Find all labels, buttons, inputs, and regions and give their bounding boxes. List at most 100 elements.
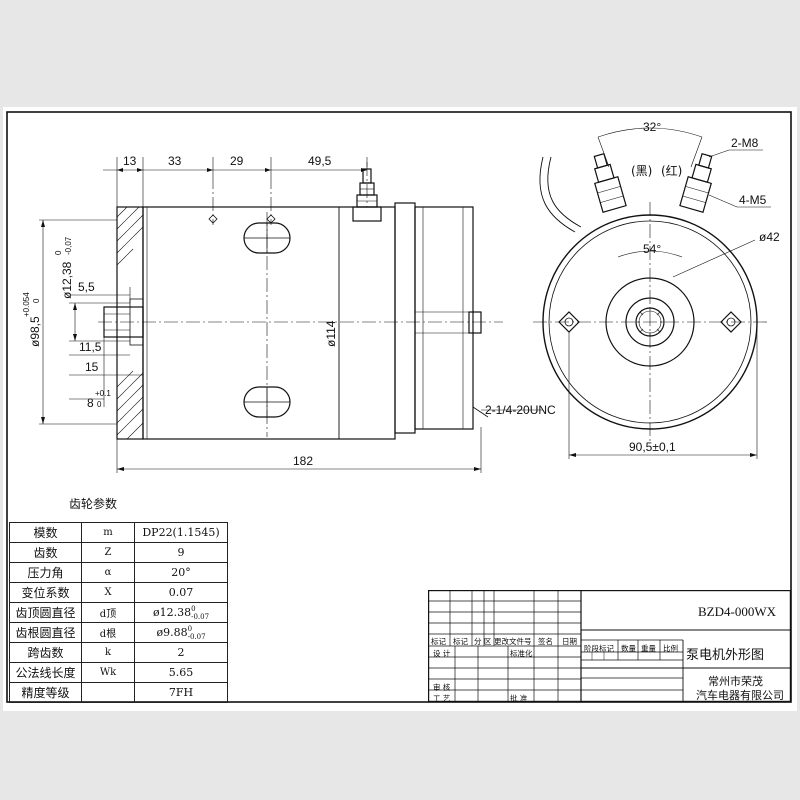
gear-param-value: 9 [134,542,228,563]
drawing-sheet: 13 33 29 49,5 5,5 11,5 15 8 +0.1 0 182 ø… [3,107,797,711]
tolerance-upper: 0 [191,604,196,613]
gear-param-name: 模数 [9,522,82,543]
gear-param-name: 齿顶圆直径 [9,602,82,623]
gear-param-value-text: 2 [177,646,185,659]
dim-angle-32: 32° [643,120,661,134]
gear-param-symbol: k [81,642,135,663]
label-standard: 标准化 [510,649,533,658]
gear-param-tolerance: 0-0.07 [191,605,209,621]
gear-param-name: 变位系数 [9,582,82,603]
dim-5-5: 5,5 [78,280,95,294]
dim-15: 15 [85,360,99,374]
gear-param-symbol: X [81,582,135,603]
dim-thread: 2-1/4-20UNC [485,403,556,417]
company-line2: 汽车电器有限公司 [696,689,784,702]
dim-dia-42: ø42 [759,230,780,244]
mounting-stud [468,311,482,334]
gear-param-value-text: 20° [171,566,191,579]
dim-dia-12-38-tol-lower: -0,07 [64,236,73,255]
tolerance-lower: -0.07 [191,612,210,621]
dim-8-tol-upper: +0.1 [95,389,111,398]
dim-dia-98-5: ø98,5 [28,316,42,347]
gear-param-value-text: DP22(1.1545) [142,526,220,539]
label-scale: 比例 [663,644,678,653]
dim-4-m5: 4-M5 [739,193,767,207]
flange-hatching [116,206,144,440]
gear-param-value: 5.65 [134,662,228,683]
motor-outline-drawing: 13 33 29 49,5 5,5 11,5 15 8 +0.1 0 182 ø… [6,111,792,703]
dim-29: 29 [230,154,244,168]
dim-dia-98-5-tol-lower: 0 [32,298,41,303]
gear-param-name: 公法线长度 [9,662,82,683]
gear-param-value-text: 0.07 [168,586,194,599]
gear-param-value: 0.07 [134,582,228,603]
gear-param-value: 2 [134,642,228,663]
gear-param-symbol [81,682,135,703]
terminal-black [593,152,627,213]
gear-params-title: 齿轮参数 [69,497,118,511]
title-block: BZD4-000WX 泵电机外形图 常州市荣茂 汽车电器有限公司 标记 标记 分… [428,590,791,703]
dim-13: 13 [123,154,137,168]
dim-49-5: 49,5 [308,154,332,168]
gear-param-name: 跨齿数 [9,642,82,663]
label-zone: 分 区 [474,637,492,646]
gear-param-symbol: Z [81,542,135,563]
label-red: (红) [661,163,682,178]
dim-33: 33 [168,154,182,168]
tolerance-lower: -0.07 [187,632,206,641]
dim-90-5: 90,5±0,1 [629,440,676,454]
gear-param-value-text: ø12.38 [152,605,192,619]
label-mark: 标记 [431,637,446,646]
motor-housing [142,206,396,440]
model-number: BZD4-000WX [698,604,776,619]
dim-dia-98-5-tol-upper: +0.054 [22,292,31,317]
label-approve: 批 准 [510,694,528,703]
dim-11-5: 11,5 [79,340,102,354]
gear-param-symbol: d根 [81,622,135,643]
sheet-border [6,111,792,703]
gear-param-name: 齿根圆直径 [9,622,82,643]
label-qty: 数量 [621,644,636,653]
label-change-doc: 更改文件号 [494,637,532,646]
gear-param-value-text: 7FH [168,686,194,699]
dim-182: 182 [293,454,313,468]
gear-param-symbol: Wk [81,662,135,683]
gear-param-value: 20° [134,562,228,583]
dim-8: 8 [87,396,94,410]
label-review: 审 核 [433,683,451,692]
company-line1: 常州市荣茂 [708,675,763,688]
label-count: 标记 [453,637,468,646]
gear-param-value: 7FH [134,682,228,703]
label-date: 日期 [562,637,577,646]
label-stage: 阶段标记 [584,644,614,653]
dim-8-tol-lower: 0 [97,400,102,409]
label-design: 设 计 [433,649,451,658]
gear-param-name: 压力角 [9,562,82,583]
label-black: (黑) [631,164,652,178]
gear-row: 精度等级 7FH [9,682,228,703]
gear-param-symbol: d顶 [81,602,135,623]
terminal-red [679,152,713,213]
gear-param-tolerance: 0-0.07 [188,625,206,641]
end-view [533,127,771,459]
gear-param-name: 精度等级 [9,682,82,703]
dim-dia-12-38-tol-upper: 0 [54,250,63,255]
dim-dia-114: ø114 [324,320,338,347]
drawing-name: 泵电机外形图 [686,648,765,663]
gear-param-symbol: α [81,562,135,583]
front-end-cap [394,202,416,434]
gear-param-value: DP22(1.1545) [134,522,228,543]
dim-2-m8: 2-M8 [731,136,759,150]
gear-param-symbol: m [81,522,135,543]
